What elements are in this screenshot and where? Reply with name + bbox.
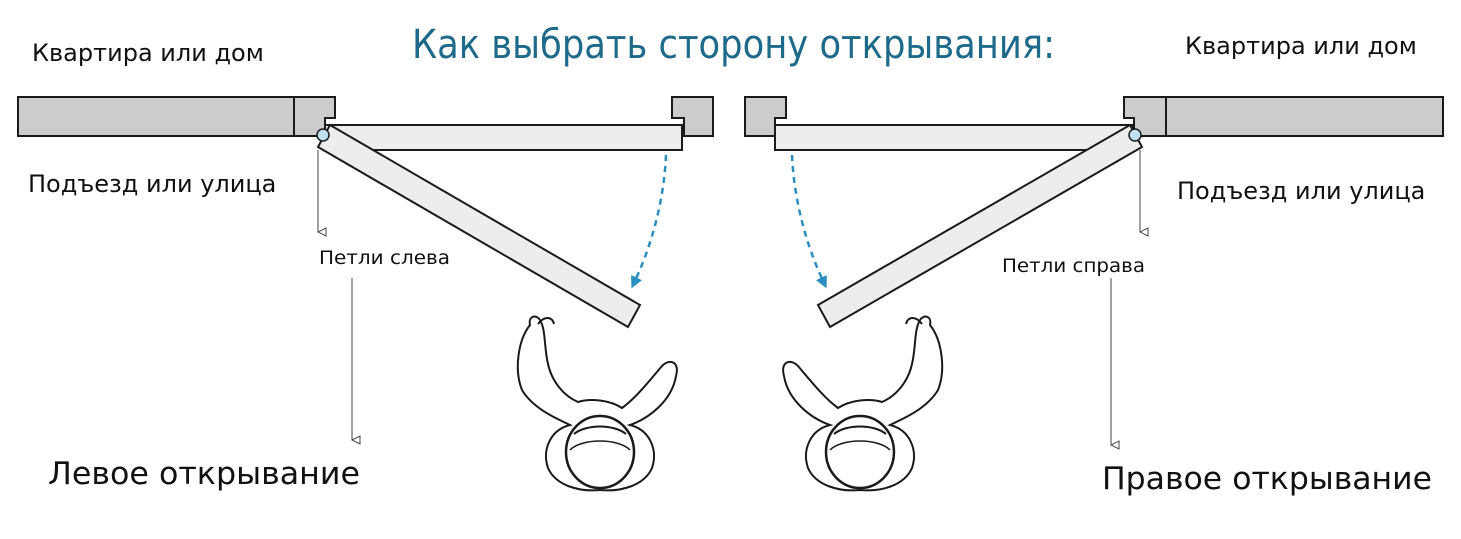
left-door-closed [324,124,683,151]
right-door-closed [774,124,1134,151]
left-person-figure [516,315,679,492]
right-hinge-label: Петли справа [1002,255,1145,277]
right-door-open [816,123,1144,329]
right-person-figure [781,315,944,492]
right-jamb [744,96,787,137]
left-top-label: Квартира или дом [32,39,264,67]
right-bottom-label: Подъезд или улица [1177,177,1425,205]
left-hinge-label: Петли слева [319,247,450,269]
right-hinge-icon [1128,128,1142,142]
left-swing-arrow [631,154,668,289]
page-title: Как выбрать сторону открывания: [412,22,1055,68]
left-wall [17,96,336,137]
right-swing-arrow [790,154,827,289]
left-jamb [671,96,714,137]
left-bottom-label: Подъезд или улица [28,170,276,198]
right-top-label: Квартира или дом [1185,32,1417,60]
right-caption: Правое открывание [1102,461,1432,497]
left-caption: Левое открывание [48,456,360,492]
right-wall [1123,96,1444,137]
left-hinge-icon [316,128,330,142]
left-door-open [316,123,642,329]
